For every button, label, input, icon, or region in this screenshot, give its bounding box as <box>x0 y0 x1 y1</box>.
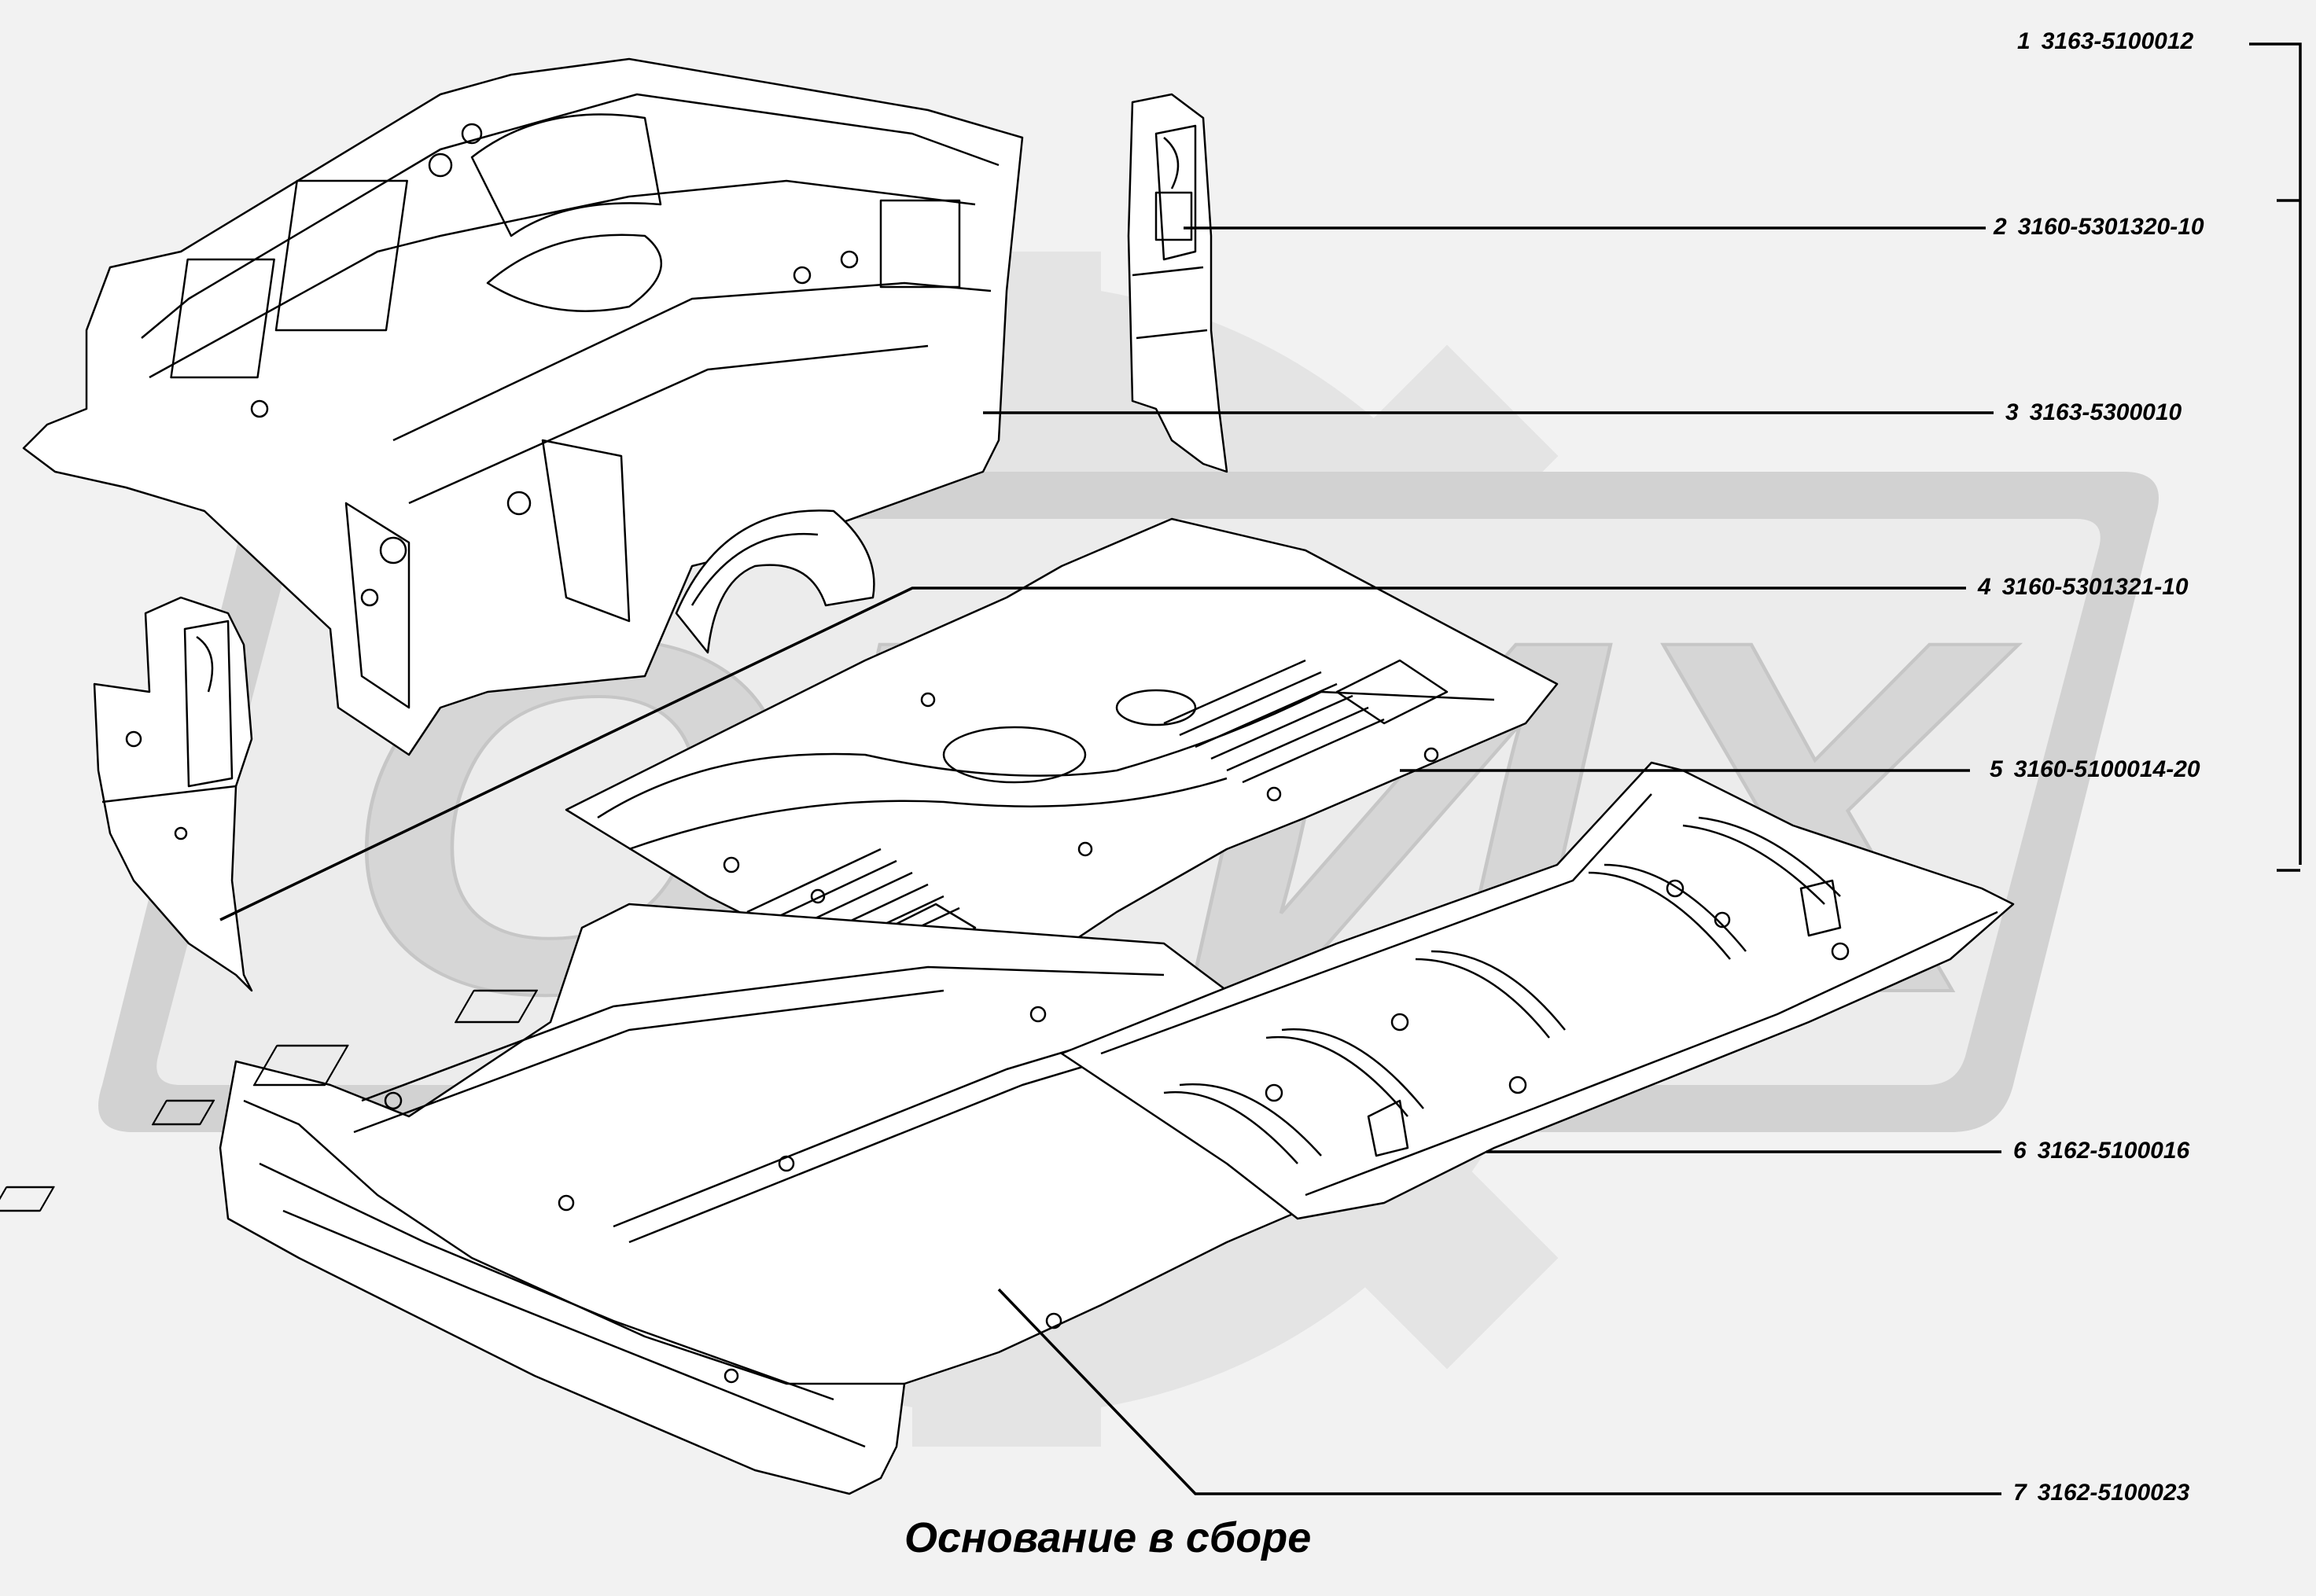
callout-5-code: 3160-5100014-20 <box>2013 756 2200 782</box>
callout-2-number: 2 <box>1994 214 2007 240</box>
callout-2: 2 3160-5301320-10 <box>1994 214 2204 241</box>
leader-line-1 <box>2249 42 2302 865</box>
callout-7-number: 7 <box>2013 1480 2027 1506</box>
callout-7-code: 3162-5100023 <box>2037 1480 2190 1506</box>
rear-body-frame <box>22 57 1024 756</box>
callout-6-code: 3162-5100016 <box>2037 1138 2190 1164</box>
callout-7: 7 3162-5100023 <box>2013 1480 2189 1506</box>
callout-3-code: 3163-5300010 <box>2029 399 2182 425</box>
pillar-part-2 <box>1127 93 1228 473</box>
bracket-line <box>2277 199 2300 872</box>
callout-5-number: 5 <box>1990 756 2003 782</box>
callout-3: 3 3163-5300010 <box>2005 399 2182 426</box>
diagram-caption: Основание в сборе <box>904 1514 1312 1561</box>
callout-4-number: 4 <box>1978 574 1991 600</box>
leader-line-4 <box>219 587 1966 921</box>
pillar-part-4 <box>93 596 253 992</box>
callout-2-code: 3160-5301320-10 <box>2017 214 2204 240</box>
callout-3-number: 3 <box>2005 399 2019 425</box>
leader-line-7 <box>997 1288 2001 1495</box>
callout-4-code: 3160-5301321-10 <box>2001 574 2189 600</box>
callout-6: 6 3162-5100016 <box>2013 1138 2189 1164</box>
callout-1-code: 3163-5100012 <box>2041 28 2194 54</box>
callout-1: 1 3163-5100012 <box>2017 28 2193 55</box>
callout-5: 5 3160-5100014-20 <box>1990 756 2200 783</box>
rear-floor-panel-6 <box>1060 761 2015 1220</box>
callout-4: 4 3160-5301321-10 <box>1978 574 2189 601</box>
callout-1-number: 1 <box>2017 28 2031 54</box>
callout-6-number: 6 <box>2013 1138 2027 1164</box>
